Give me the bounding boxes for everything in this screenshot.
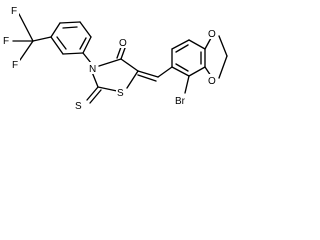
bond-c4-o-b (116, 46, 122, 59)
bond-phenyl-3 (79, 21, 92, 38)
atom-s1: S (117, 88, 124, 99)
atom-n3: N (89, 64, 96, 75)
bond-aryl-5 (188, 66, 206, 77)
bond-aryl-br (184, 75, 190, 94)
atom-f-left: F (3, 36, 9, 47)
bond-phenyl-inner-a (62, 26, 78, 29)
atom-br: Br (175, 96, 186, 107)
bond-dioxole-ch2-bottom (218, 55, 228, 79)
bond-phenyl-1 (50, 22, 61, 38)
atom-f-bottom: F (12, 60, 18, 71)
bond-aryl-2 (171, 39, 190, 50)
bond-cf3-f-bottom (19, 40, 34, 61)
bond-c5-c4 (120, 58, 139, 72)
bond-n-c2 (91, 71, 99, 88)
bond-aryl-inner-c (175, 63, 189, 72)
atom-o-dioxole-top: O (208, 29, 216, 40)
bond-c2-s-thione-b (89, 89, 102, 104)
bond-c5-exo-a (137, 70, 159, 78)
bond-cf3-to-ring (32, 36, 52, 42)
bonds (12, 13, 228, 104)
bond-phenyl-4 (82, 36, 92, 54)
bond-phenyl-5 (62, 52, 84, 55)
bond-phenyl-inner-b (79, 37, 87, 50)
bond-dioxole-ch2-top (218, 35, 228, 57)
bond-phenyl-6 (50, 36, 64, 55)
bond-aryl-3 (188, 39, 206, 50)
bond-c5-exo-b (137, 74, 157, 82)
bond-c2-s-thione-a (86, 86, 99, 101)
atom-s-thione: S (75, 101, 82, 112)
atom-labels: F F F N S S O O O Br (2, 4, 217, 112)
bond-aryl-inner-a (175, 44, 189, 53)
chemical-structure-diagram: F F F N S S O O O Br (2, 4, 228, 112)
bond-dioxole-o-top (204, 37, 212, 50)
bond-exo-to-ring (157, 66, 173, 78)
atom-o-dioxole-bottom: O (208, 76, 216, 87)
bond-phenyl-2 (59, 21, 81, 24)
bond-c2-s1 (97, 86, 118, 92)
bond-aryl-6 (171, 66, 190, 77)
atom-f-top: F (11, 6, 17, 17)
atom-o-carbonyl: O (119, 38, 127, 49)
bond-phenyl-inner-c (56, 36, 67, 50)
bond-c4-n (98, 58, 122, 67)
bond-s1-c5 (126, 70, 139, 89)
bond-c4-o-a (120, 47, 126, 60)
bond-phenyl-to-n (82, 52, 92, 64)
bond-cf3-f-top (18, 13, 34, 42)
